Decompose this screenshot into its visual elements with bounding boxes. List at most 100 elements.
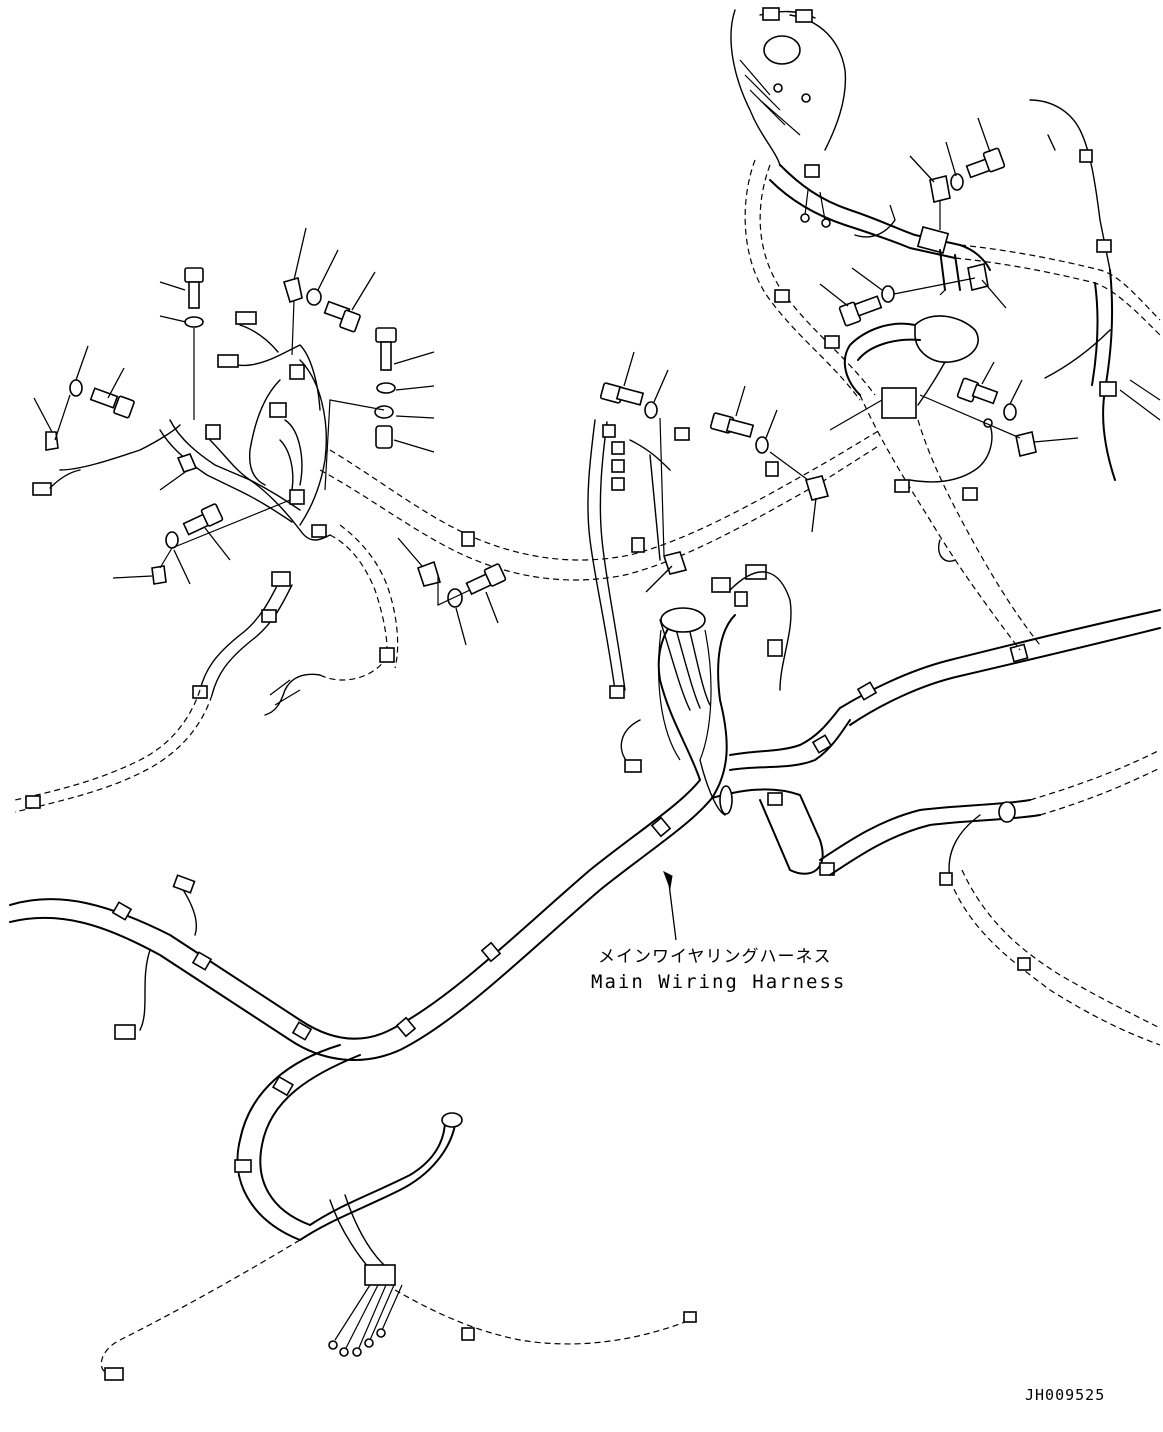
main-harness-callout [663,870,677,941]
washer [447,588,463,608]
mounting-clip [967,263,989,291]
washer [306,288,322,306]
bolt-head [982,147,1006,173]
connector [104,1367,124,1381]
switch-block [881,387,917,419]
mounting-clip [416,560,442,587]
grommet [998,801,1016,823]
center-dashed-run [319,419,881,699]
harness-clamp [939,872,953,886]
harness-clamp [291,1021,313,1041]
spacer-collar [375,425,393,449]
ring-terminal [821,218,831,228]
lower-branch [100,1044,697,1381]
connector [289,364,305,380]
connector [674,427,690,441]
connector [624,759,642,773]
ring-terminal [376,1328,386,1338]
connector [611,459,625,473]
ring-terminal [773,83,783,93]
connector [762,7,780,21]
mounting-clip [151,565,167,585]
washer [376,382,396,394]
harness-label-english: Main Wiring Harness [591,971,846,993]
mounting-clip [176,453,198,473]
connector [172,874,196,894]
connector [269,402,287,418]
ring-terminal [328,1340,338,1350]
connector [683,1311,697,1323]
harness-clamp [261,609,277,623]
bolt-shank [188,281,200,309]
harness-clamp [819,862,835,876]
sensor-connector [114,1024,136,1040]
washer [881,285,895,303]
washer [950,173,964,191]
main-harness-trunk [9,779,713,1061]
ring-terminal [801,93,811,103]
relay-canister [763,35,801,65]
connector [271,571,291,587]
bolt-head [200,503,224,527]
bolt-shank [380,341,392,371]
washer [755,436,769,454]
fasteners-right [599,147,1037,575]
tank-cap [660,607,706,633]
connector [894,479,910,493]
harness-label-japanese: メインワイヤリングハーネス [598,947,832,967]
fasteners-left [45,267,507,608]
harness-clamp [111,901,133,921]
harness-clamp [480,941,502,963]
washer [165,531,179,549]
callout-arrowhead [663,870,673,890]
relay-body [914,315,979,363]
washer [69,379,83,397]
right-harness-run [819,609,1161,1046]
harness-clamp [192,685,208,699]
mounting-clip [283,276,303,304]
upper-right-assembly [730,7,1161,651]
central-bundle [620,564,851,876]
connector [962,487,978,501]
ring-terminal [364,1338,374,1348]
harness-clamp [856,681,878,701]
bolt-head [339,309,361,333]
bolt-shank [971,383,999,405]
bolt-head [184,267,204,283]
harness-clamp [1009,643,1029,663]
harness-clamp [767,792,783,806]
harness-clamp [1096,239,1112,253]
connector [795,9,813,23]
connector [205,424,221,440]
harness-clamp [271,1075,295,1097]
washer [1003,403,1017,421]
left-cluster [14,311,399,813]
harness-loop [719,785,733,815]
harness-clamp [631,537,645,553]
connector [235,311,257,325]
harness-clamp [191,951,213,971]
bolt-shank [725,418,755,438]
harness-clamp [461,1327,475,1341]
mounting-clip [45,431,59,451]
connector [602,424,616,438]
harness-tee [916,225,950,255]
drawing-id: JH009525 [1025,1386,1105,1404]
harness-clamp [234,1159,252,1173]
bolt-shank [89,387,119,409]
relay-block [364,1264,396,1286]
harness-clamp [1017,957,1031,971]
harness-clamp [461,531,475,547]
connector [32,482,52,496]
connector [611,477,625,491]
leader-lines [33,117,1079,646]
bolt-shank [853,295,883,317]
harness-clamp [650,816,672,838]
harness-clamp [1079,149,1093,163]
harness-end-cap [441,1112,463,1128]
harness-clamp [774,289,790,303]
connector [217,354,239,368]
connector [711,577,731,593]
bolt-head [113,395,135,419]
